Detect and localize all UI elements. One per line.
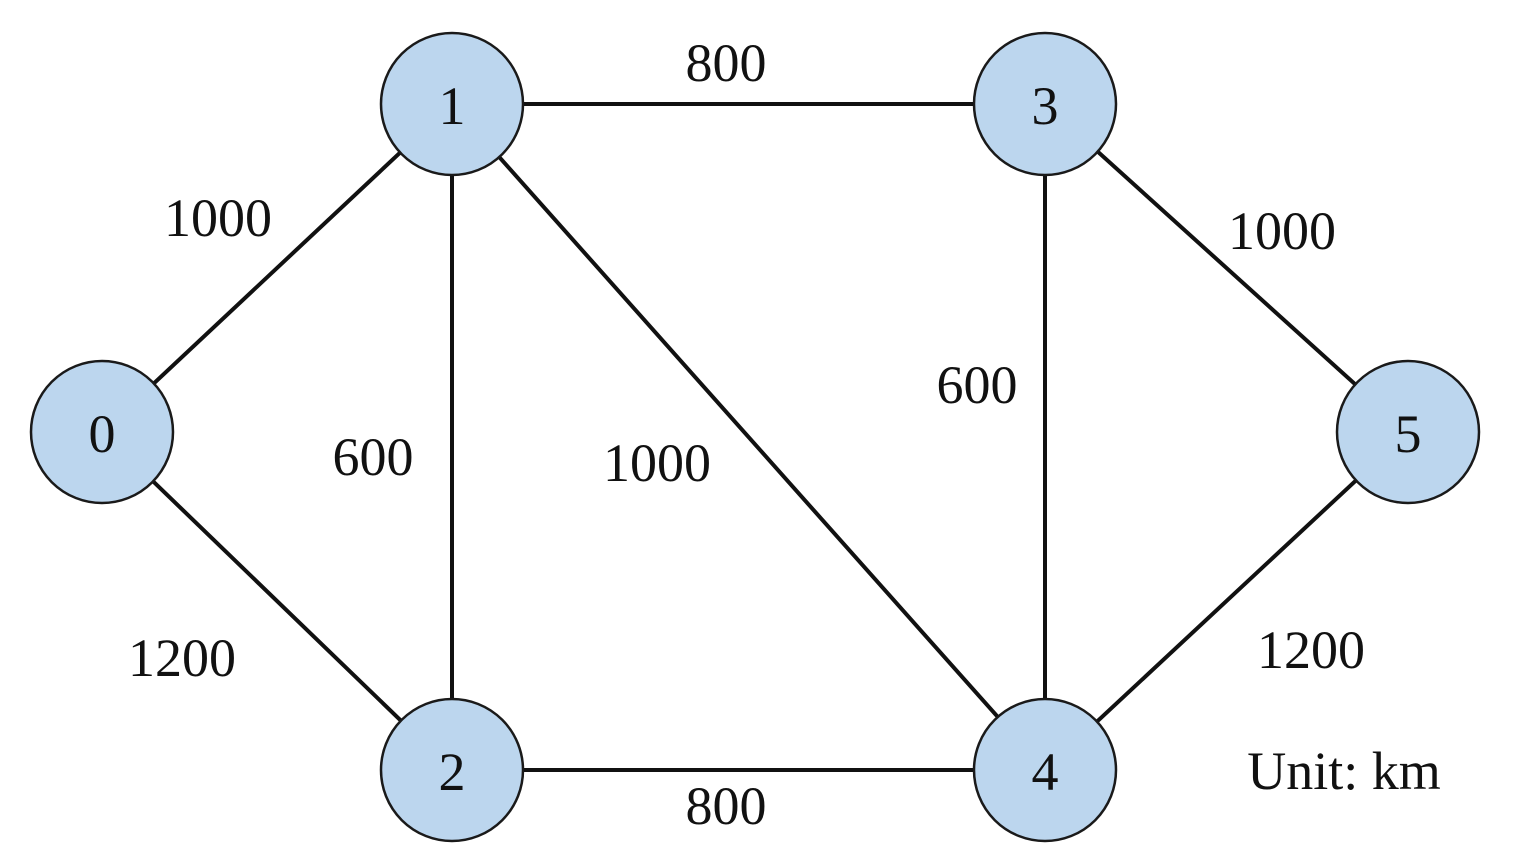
node-circle-0 (29, 359, 175, 505)
edges-layer (100, 102, 1410, 772)
edge-weight-0-2: 1200 (128, 628, 236, 688)
edge-weight-3-5: 1000 (1228, 201, 1336, 261)
edge-0-2 (100, 430, 454, 772)
edge-weight-1-3: 800 (686, 33, 767, 93)
edge-0-1 (100, 102, 454, 434)
edge-weight-3-4: 600 (937, 355, 1018, 415)
node-4: 4 (972, 697, 1118, 843)
node-label-5: 5 (1395, 404, 1422, 464)
unit-label: Unit: km (1247, 741, 1441, 801)
edge-4-5 (1043, 430, 1410, 772)
node-label-1: 1 (439, 76, 466, 136)
edge-weight-0-1: 1000 (164, 188, 272, 248)
node-circle-5 (1335, 359, 1481, 505)
node-label-3: 3 (1032, 76, 1059, 136)
node-1: 1 (379, 31, 525, 177)
node-0: 0 (29, 359, 175, 505)
node-circle-1 (379, 31, 525, 177)
node-5: 5 (1335, 359, 1481, 505)
node-2: 2 (379, 697, 525, 843)
edge-3-5 (1043, 102, 1410, 434)
edge-1-4 (450, 102, 1047, 772)
edge-weight-1-4: 1000 (603, 433, 711, 493)
node-circle-3 (972, 31, 1118, 177)
edge-weight-2-4: 800 (686, 776, 767, 836)
node-label-4: 4 (1032, 742, 1059, 802)
edge-weight-4-5: 1200 (1257, 620, 1365, 680)
node-circle-4 (972, 697, 1118, 843)
node-label-2: 2 (439, 742, 466, 802)
node-circle-2 (379, 697, 525, 843)
node-label-0: 0 (89, 404, 116, 464)
nodes-layer: 0 1 2 3 4 5 (29, 31, 1481, 843)
edge-labels-layer: 1000 1200 600 800 1000 800 600 1000 1200 (128, 33, 1365, 836)
node-3: 3 (972, 31, 1118, 177)
edge-weight-1-2: 600 (333, 427, 414, 487)
